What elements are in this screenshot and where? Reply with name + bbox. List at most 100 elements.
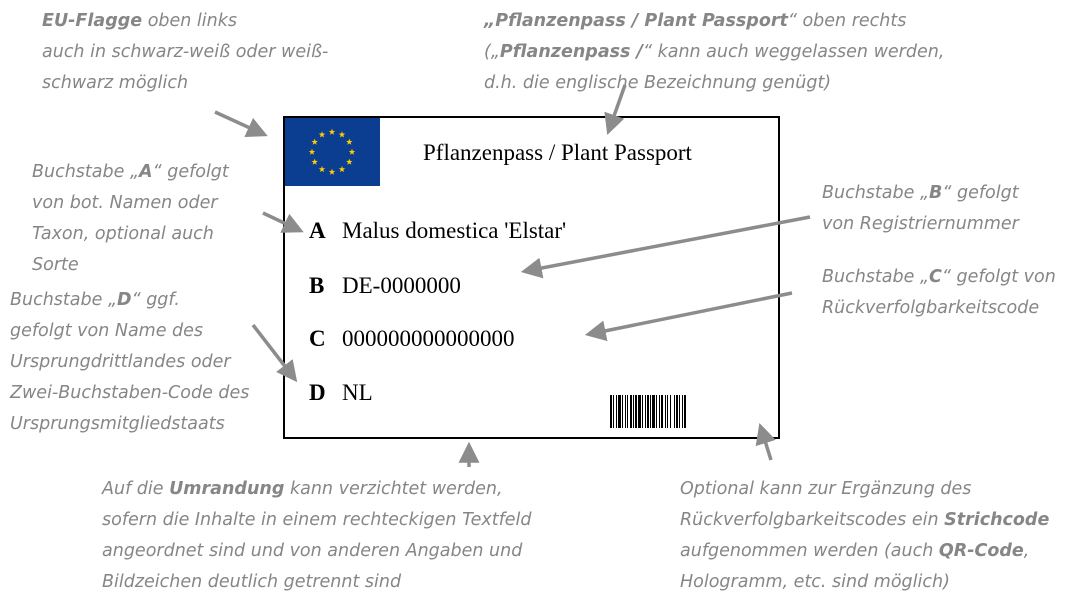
barcode-bar	[656, 395, 657, 428]
barcode-bar	[642, 395, 643, 428]
barcode-bar	[635, 395, 637, 428]
arrow-c	[584, 291, 793, 342]
a-annotation-bold: A	[139, 162, 153, 182]
b-annotation-pre: Buchstabe „	[822, 183, 930, 203]
d-annotation-line2: gefolgt von Name des	[10, 321, 204, 341]
a-annotation-line3: Taxon, optional auch	[32, 224, 214, 244]
passport-row-d: D NL	[309, 380, 373, 406]
row-value-c: 000000000000000	[342, 326, 515, 351]
d-annotation-line3: Ursprungdrittlandes oder	[10, 352, 231, 372]
a-annotation: Buchstabe „A“ gefolgt von bot. Namen ode…	[32, 157, 229, 281]
barcode-annotation: Optional kann zur Ergänzung des Rückverf…	[680, 474, 1049, 598]
a-annotation-line1: “ gefolgt	[152, 162, 229, 182]
barcode-bar	[618, 395, 621, 428]
d-annotation-line4: Zwei-Buchstaben-Code des	[10, 383, 250, 403]
barcode-bar	[676, 395, 678, 428]
barcode-bar	[645, 395, 646, 428]
eu-star	[346, 138, 353, 145]
barcode-bar	[667, 395, 668, 428]
title-annotation-line2-pre: („	[484, 42, 500, 62]
flag-annotation-line1: oben links	[142, 11, 237, 31]
flag-annotation-bold: EU-Flagge	[42, 11, 143, 31]
barcode-bar	[652, 395, 655, 428]
row-value-a: Malus domestica 'Elstar'	[342, 218, 567, 243]
barcode-bar	[650, 395, 651, 428]
flag-annotation-line2: auch in schwarz-weiß oder weiß-	[42, 42, 329, 62]
border-annotation-line1: kann verzichtet werden,	[284, 479, 503, 499]
d-annotation-pre: Buchstabe „	[10, 290, 118, 310]
row-letter-a: A	[309, 218, 326, 243]
barcode-annotation-qr-bold: QR-Code	[938, 541, 1024, 561]
border-annotation-pre: Auf die	[102, 479, 170, 499]
barcode-bar	[627, 395, 628, 428]
eu-flag-icon	[285, 118, 380, 186]
title-annotation-line3: d.h. die englische Bezeichnung genügt)	[484, 73, 832, 93]
eu-star	[308, 148, 316, 155]
arrow-flag	[214, 110, 268, 137]
barcode-bar	[682, 395, 683, 428]
title-annotation-line2-bold: Pflanzenpass /	[499, 42, 643, 62]
arrow-title	[604, 84, 627, 135]
eu-star	[311, 138, 318, 145]
border-annotation-line3: angeordnet sind und von anderen Angaben …	[102, 541, 523, 561]
barcode-bar	[661, 395, 663, 428]
barcode-bar	[670, 395, 671, 428]
arrow-barcode	[755, 422, 776, 461]
row-value-d: NL	[342, 380, 373, 405]
row-letter-d: D	[309, 380, 326, 405]
barcode-bar	[679, 395, 680, 428]
eu-star	[338, 131, 346, 138]
row-value-b: DE-0000000	[342, 273, 461, 298]
flag-annotation-line3: schwarz möglich	[42, 73, 189, 93]
barcode-annotation-line4: Hologramm, etc. sind möglich)	[680, 572, 950, 592]
flag-annotation: EU-Flagge oben links auch in schwarz-wei…	[42, 6, 328, 99]
barcode-bar	[659, 395, 660, 428]
c-annotation-pre: Buchstabe „	[822, 267, 930, 287]
b-annotation: Buchstabe „B“ gefolgt von Registriernumm…	[822, 178, 1019, 240]
barcode-bar	[647, 395, 649, 428]
barcode-bar	[665, 395, 666, 428]
eu-star	[338, 165, 346, 173]
eu-stars	[308, 128, 356, 175]
arrow-d	[251, 323, 298, 383]
c-annotation-bold: C	[929, 267, 942, 287]
passport-row-a: A Malus domestica 'Elstar'	[309, 218, 566, 244]
border-annotation-line2: sofern die Inhalte in einem rechteckigen…	[102, 510, 532, 530]
c-annotation-line1: “ gefolgt von	[941, 267, 1056, 287]
d-annotation-line5: Ursprungsmitgliedstaats	[10, 414, 225, 434]
barcode-bar	[616, 395, 617, 428]
arrow-b	[520, 215, 811, 279]
barcode-bar	[633, 395, 634, 428]
row-letter-b: B	[309, 273, 325, 298]
passport-title: Pflanzenpass / Plant Passport	[423, 140, 692, 165]
barcode-bar	[684, 395, 686, 428]
d-annotation: Buchstabe „D“ ggf. gefolgt von Name des …	[10, 285, 249, 440]
c-annotation-line2: Rückverfolgbarkeitscode	[822, 298, 1040, 318]
title-annotation: „Pflanzenpass / Plant Passport“ oben rec…	[484, 6, 944, 99]
d-annotation-bold: D	[117, 290, 132, 310]
a-annotation-pre: Buchstabe „	[32, 162, 140, 182]
eu-star	[348, 148, 356, 155]
eu-star	[346, 158, 353, 165]
barcode-annotation-line2: Rückverfolgbarkeitscodes ein	[680, 510, 945, 530]
arrow-a	[262, 211, 304, 233]
b-annotation-bold: B	[929, 183, 943, 203]
barcode-annotation-line3: aufgenommen werden (auch	[680, 541, 939, 561]
barcode-annotation-bold: Strichcode	[944, 510, 1050, 530]
border-annotation: Auf die Umrandung kann verzichtet werden…	[102, 474, 532, 598]
barcode-bar	[613, 395, 614, 428]
title-annotation-line1: “ oben rechts	[787, 11, 907, 31]
barcode-bar	[625, 395, 626, 428]
eu-star	[318, 131, 326, 138]
barcode-bar	[630, 395, 632, 428]
passport-row-b: B DE-0000000	[309, 273, 461, 299]
barcode-annotation-line3-rest: ,	[1023, 541, 1030, 561]
b-annotation-line2: von Registriernummer	[822, 214, 1019, 234]
plant-passport: Pflanzenpass / Plant Passport A Malus dom…	[283, 116, 780, 439]
border-annotation-bold: Umrandung	[169, 479, 285, 499]
barcode-bar	[610, 395, 612, 428]
title-annotation-bold: „Pflanzenpass / Plant Passport	[484, 11, 788, 31]
a-annotation-line2: von bot. Namen oder	[32, 193, 218, 213]
row-letter-c: C	[309, 326, 326, 351]
